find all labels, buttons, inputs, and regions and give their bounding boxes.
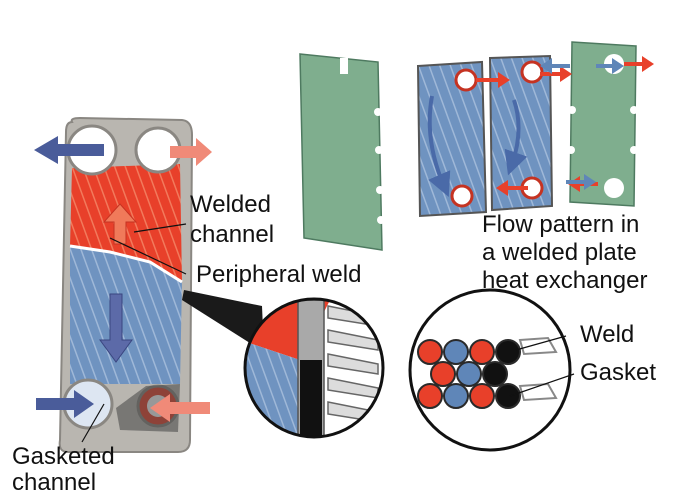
label-gasket: Gasket (580, 359, 656, 386)
label-flow-pattern-line2: a welded plate (482, 239, 637, 266)
main-plate (34, 118, 212, 452)
label-peripheral-weld: Peripheral weld (196, 261, 361, 288)
label-gasketed-channel-line1: Gasketed (12, 443, 115, 470)
label-welded-channel-line1: Welded (190, 191, 271, 218)
label-gasketed-channel-line2: channel (12, 469, 96, 496)
label-welded-channel-line2: channel (190, 221, 274, 248)
plate-1 (300, 54, 382, 250)
zoom-weld-gasket (408, 288, 572, 452)
label-weld: Weld (580, 321, 634, 348)
label-flow-pattern-line1: Flow pattern in (482, 211, 639, 238)
label-flow-pattern-line3: heat exchanger (482, 267, 647, 294)
